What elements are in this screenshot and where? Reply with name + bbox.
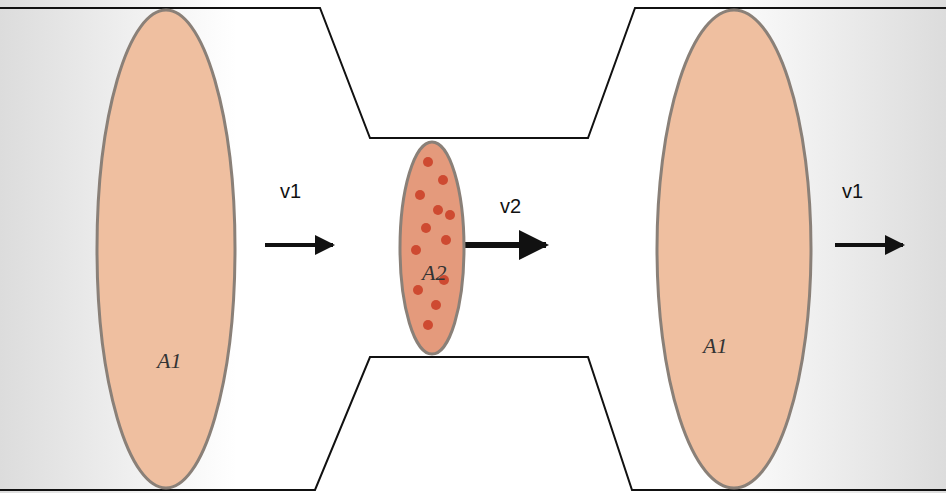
velocity-label: v1 xyxy=(842,180,863,203)
velocity-label: v2 xyxy=(500,195,521,218)
cross-section: A2 xyxy=(398,140,466,356)
cross-section: A1 xyxy=(655,8,813,490)
flow-arrow xyxy=(835,243,903,247)
ellipse-shape xyxy=(655,8,813,490)
area-label: A1 xyxy=(157,348,181,374)
flow-arrow xyxy=(452,242,546,248)
area-label: A1 xyxy=(703,333,727,359)
ellipse-shape xyxy=(95,8,237,490)
ellipse-shape xyxy=(398,140,466,356)
flow-arrow xyxy=(265,243,333,247)
area-label: A2 xyxy=(422,260,446,286)
cross-section: A1 xyxy=(95,8,237,490)
velocity-label: v1 xyxy=(280,180,301,203)
